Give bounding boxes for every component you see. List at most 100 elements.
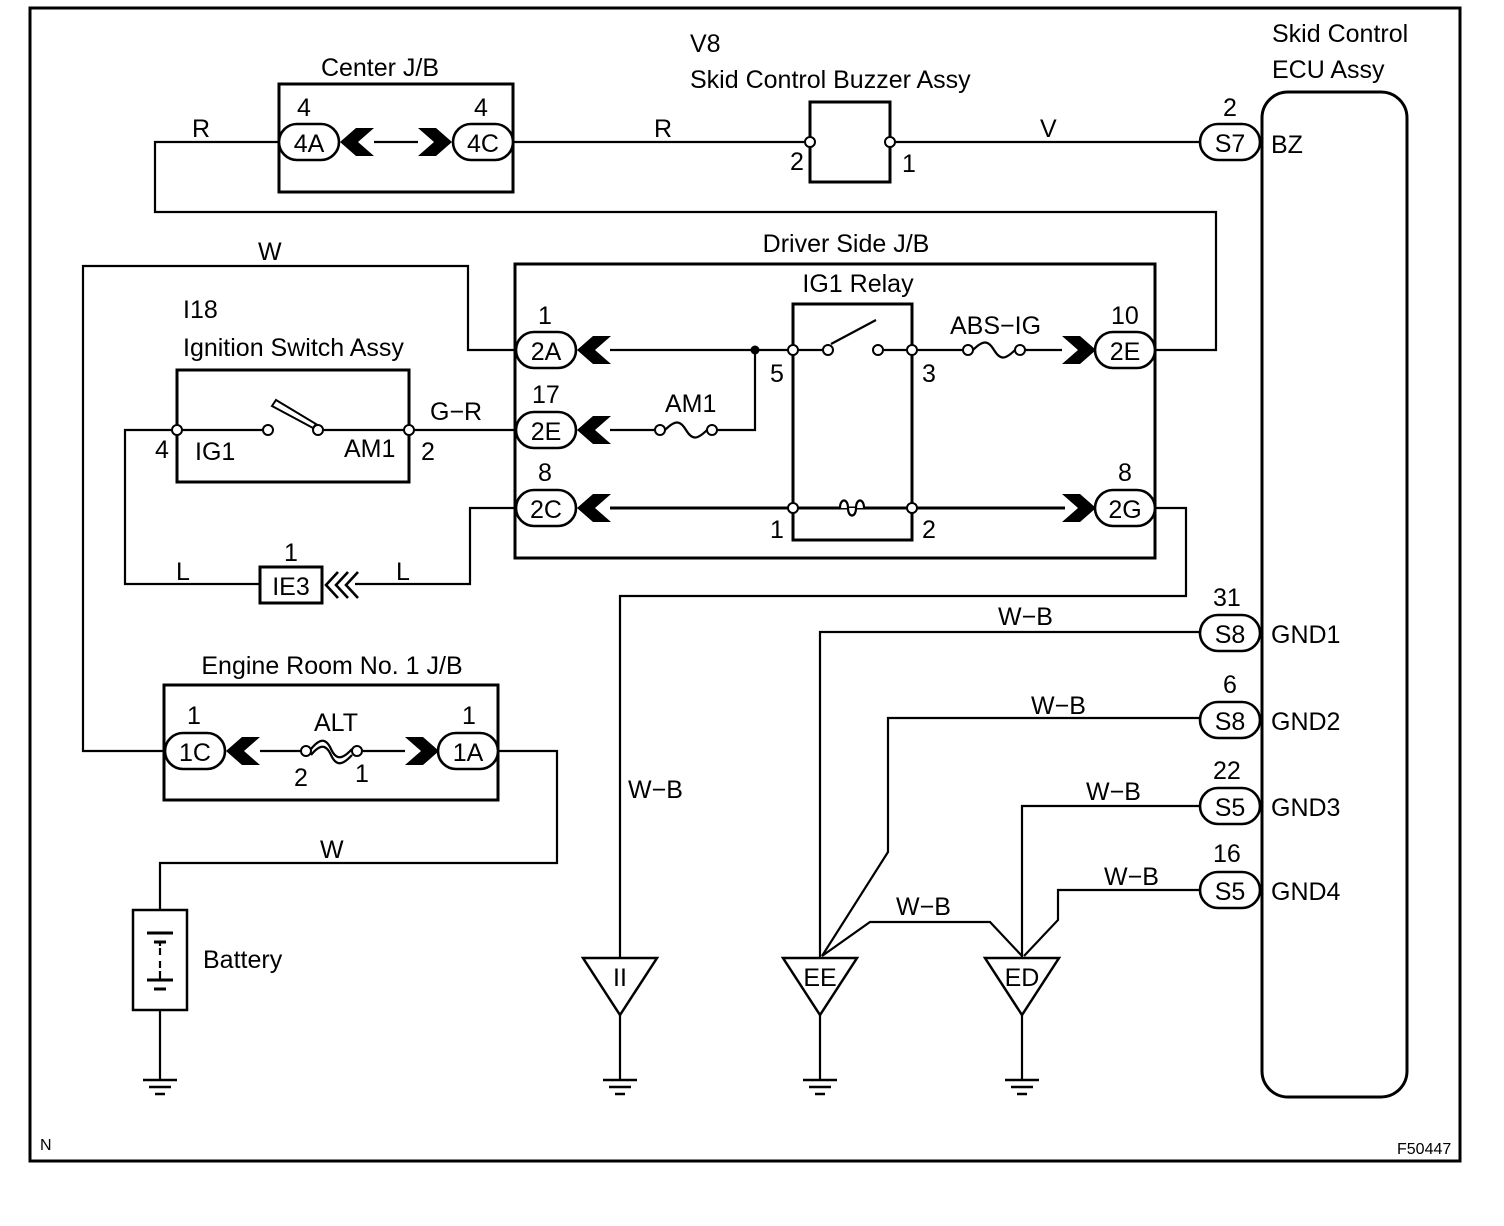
svg-text:GND2: GND2 [1271,708,1340,736]
male-terminal-icon [405,737,439,765]
male-terminal-icon [418,128,452,156]
relay-title: IG1 Relay [802,270,914,298]
driver-side-jb: Driver Side J/B IG1 Relay 2A 1 2E 17 2C … [513,230,1157,560]
svg-text:31: 31 [1213,584,1241,612]
svg-text:ED: ED [1005,964,1040,992]
ecu-terminal-gnd3: S5 22 GND3 [1198,757,1340,826]
wire-label-r: R [654,115,672,143]
svg-text:EE: EE [803,964,836,992]
female-terminal-icon [577,336,611,364]
wire-label-wb: W−B [896,893,951,921]
wire-label-v: V [1040,115,1057,143]
svg-text:1: 1 [187,702,201,730]
ground-icon [141,1078,179,1096]
svg-text:IG1: IG1 [195,438,235,466]
svg-text:1: 1 [902,150,916,178]
abs-ig-fuse-icon [962,341,1026,359]
svg-text:S7: S7 [1215,130,1246,158]
svg-text:1: 1 [770,516,784,544]
connector-1c [163,731,227,771]
driver-jb-title: Driver Side J/B [763,230,930,258]
ecu-title-2: ECU Assy [1272,56,1385,84]
fuse-am1-label: AM1 [665,390,716,418]
svg-text:S8: S8 [1215,621,1246,649]
svg-text:16: 16 [1213,840,1241,868]
wire-label-l: L [176,558,190,586]
ignition-title: Ignition Switch Assy [183,334,404,362]
ground-icon [601,1078,639,1096]
svg-text:2: 2 [294,764,308,792]
svg-text:2: 2 [922,516,936,544]
wire-label-w: W [258,238,282,266]
svg-text:2E: 2E [531,418,562,446]
female-terminal-icon [340,128,374,156]
svg-text:BZ: BZ [1271,131,1303,159]
svg-text:4: 4 [155,436,169,464]
wire-label-wb: W−B [1104,863,1159,891]
wires [81,140,1218,1080]
battery: Battery [131,908,283,1012]
svg-text:IE3: IE3 [272,573,310,601]
wire-label-l: L [396,558,410,586]
svg-text:2C: 2C [530,496,562,524]
fuse-absig-label: ABS−IG [950,312,1041,340]
alt-fusible-link-icon [300,739,363,765]
connector-4c [451,122,515,162]
svg-text:2G: 2G [1108,496,1141,524]
am1-fuse-icon [654,421,718,439]
svg-text:6: 6 [1223,671,1237,699]
male-terminal-icon [1062,494,1096,522]
svg-text:2E: 2E [1110,338,1141,366]
connector-4a [277,122,341,162]
svg-text:8: 8 [538,459,552,487]
svg-text:2: 2 [790,148,804,176]
skid-control-ecu: Skid Control ECU Assy S7 2 BZ S8 31 GND1… [1198,20,1409,1099]
wire-label-r: R [192,115,210,143]
svg-text:2A: 2A [531,338,562,366]
male-terminal-icon [1062,336,1096,364]
ground-point-ed: ED [982,956,1062,1018]
junction-dot [750,345,760,355]
footer-figure-id: F50447 [1397,1141,1451,1158]
svg-text:17: 17 [532,381,560,409]
svg-text:1: 1 [538,302,552,330]
ecu-terminal-bz: S7 2 BZ [1198,94,1303,162]
svg-text:1A: 1A [453,739,484,767]
connector-2a [514,330,578,370]
svg-text:5: 5 [770,360,784,388]
battery-label: Battery [203,946,283,974]
relay-coil-icon [838,499,866,517]
skid-control-buzzer: V8 Skid Control Buzzer Assy 2 1 [690,30,971,184]
center-jb-title: Center J/B [321,54,439,82]
svg-text:GND4: GND4 [1271,878,1341,906]
wire-label-wb: W−B [998,603,1053,631]
wire-label-wb: W−B [1031,692,1086,720]
svg-text:GND3: GND3 [1271,794,1340,822]
wire-label-gr: G−R [430,398,482,426]
footer-left: N [40,1137,52,1154]
ground-icon [1003,1078,1041,1096]
connector-2g [1093,488,1157,528]
ground-point-ii: II [580,956,660,1018]
svg-text:4A: 4A [294,130,325,158]
buzzer-code: V8 [690,30,721,58]
svg-text:1: 1 [462,702,476,730]
ignition-code: I18 [183,296,218,324]
ecu-terminal-gnd1: S8 31 GND1 [1198,584,1340,653]
engine-jb-title: Engine Room No. 1 J/B [201,652,462,680]
svg-text:GND1: GND1 [1271,621,1340,649]
svg-text:22: 22 [1213,757,1241,785]
svg-text:AM1: AM1 [344,435,395,463]
svg-text:8: 8 [1118,459,1132,487]
svg-text:1C: 1C [179,739,211,767]
svg-text:S8: S8 [1215,708,1246,736]
wire-label-wb: W−B [1086,778,1141,806]
svg-text:3: 3 [922,360,936,388]
svg-text:2: 2 [421,438,435,466]
wire-label-w: W [320,836,344,864]
connector-2e-10 [1093,330,1157,370]
svg-text:2: 2 [1223,94,1237,122]
ecu-terminal-gnd4: S5 16 GND4 [1198,840,1341,910]
connector-2e-17 [514,410,578,450]
svg-text:4: 4 [297,94,311,122]
